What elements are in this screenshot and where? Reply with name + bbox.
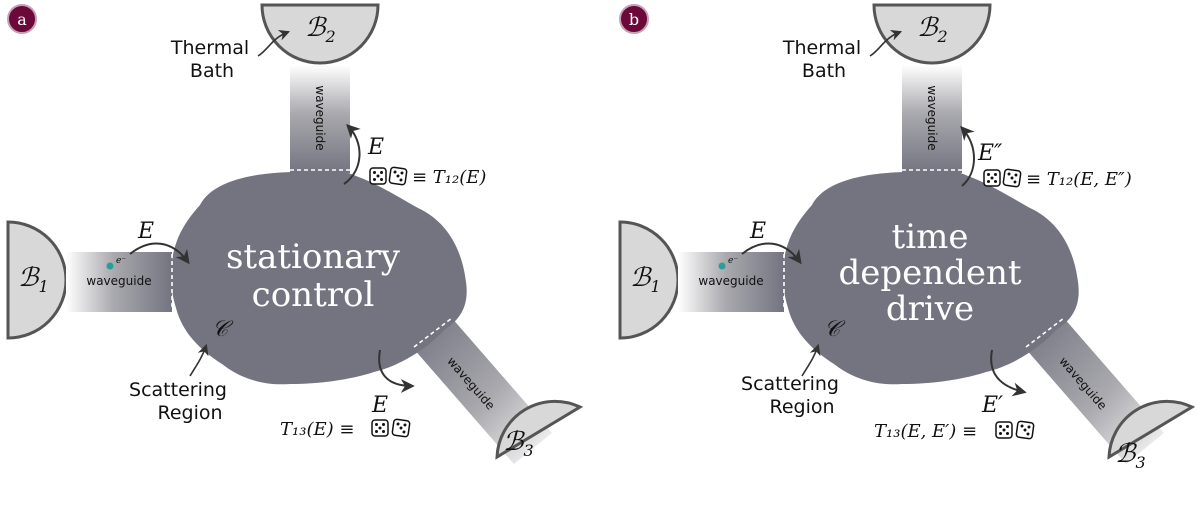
svg-text:ℬ3: ℬ3 bbox=[1115, 439, 1146, 472]
panel-b-energy-in: E bbox=[749, 219, 766, 244]
panel-a-energy-right: E bbox=[371, 393, 388, 418]
panel-a-thermal-label-1: Thermal bbox=[170, 37, 249, 59]
panel-b-eq-top: ≡ T₁₂(E, E″) bbox=[1026, 169, 1132, 190]
panel-b-center-line-3: drive bbox=[886, 289, 974, 329]
panel-a-badge bbox=[7, 4, 37, 34]
panel-a-center-line-1: stationary bbox=[226, 237, 401, 277]
svg-text:ℬ1: ℬ1 bbox=[630, 263, 661, 296]
panel-b-electron bbox=[718, 262, 726, 270]
svg-text:ℬ3: ℬ3 bbox=[503, 427, 534, 460]
panel-b-energy-right: E′ bbox=[981, 393, 1003, 418]
panel-a-bath-3-label: ℬ3 bbox=[503, 427, 534, 460]
panel-b-die-top-1 bbox=[983, 169, 1001, 187]
panel-a-scatter-label-1: Scattering bbox=[129, 379, 227, 401]
svg-text:ℬ2: ℬ2 bbox=[305, 13, 336, 46]
panel-a-center-line-2: control bbox=[252, 275, 375, 315]
panel-a-badge-label: a bbox=[17, 10, 27, 29]
panel-b-scatter-label-1: Scattering bbox=[741, 373, 839, 395]
panel-a-geometry bbox=[6, 3, 582, 466]
panel-a-die-right-1 bbox=[371, 419, 389, 437]
svg-text:ℬ1: ℬ1 bbox=[18, 263, 49, 296]
panel-a-in-arrow bbox=[129, 242, 190, 265]
panel-a-eq-top: ≡ T₁₂(E) bbox=[412, 167, 486, 188]
panel-a-electron-label: e⁻ bbox=[116, 256, 126, 266]
panel-a-right-arrow bbox=[378, 349, 415, 393]
panel-a-scatter-arrow bbox=[189, 343, 209, 377]
panel-a-top-arrow bbox=[343, 124, 361, 185]
panel-b-top-arrow bbox=[960, 125, 975, 187]
panel-a-waveguide-left-label: waveguide bbox=[86, 274, 151, 288]
panel-a-energy-top: E bbox=[367, 135, 384, 160]
svg-text:ℬ2: ℬ2 bbox=[917, 13, 948, 46]
panel-b-bath-1-label: ℬ1 bbox=[630, 263, 661, 296]
panel-b-die-right-1 bbox=[995, 421, 1013, 439]
panel-a: a ℬ1 ℬ2 ℬ3 Thermal Bath waveguide wavegu… bbox=[6, 3, 582, 466]
panel-a-energy-in: E bbox=[137, 219, 154, 244]
panel-b-right-arrow bbox=[990, 349, 1027, 397]
panel-b-center-line-1: time bbox=[892, 217, 969, 257]
panel-b-bath-2-label: ℬ2 bbox=[917, 13, 948, 46]
panel-a-die-top-1 bbox=[369, 167, 387, 185]
panel-a-thermal-arrow bbox=[257, 29, 291, 57]
panel-b-in-arrow bbox=[741, 242, 802, 265]
panel-a-scatter-label-2: Region bbox=[157, 402, 222, 424]
panel-b-waveguide-top-label: waveguide bbox=[925, 85, 939, 150]
panel-b-thermal-label-2: Bath bbox=[802, 60, 846, 82]
panel-b-energy-top: E″ bbox=[977, 141, 1003, 166]
panel-a-thermal-label-2: Bath bbox=[190, 60, 234, 82]
panel-a-die-right-2 bbox=[391, 418, 411, 438]
panel-a-bath-1-label: ℬ1 bbox=[18, 263, 49, 296]
panel-b-thermal-arrow bbox=[869, 29, 903, 57]
panel-a-die-top-2 bbox=[388, 166, 408, 186]
panel-b-scatter-arrow bbox=[801, 343, 821, 377]
panel-a-eq-right: T₁₃(E) ≡ bbox=[280, 419, 354, 440]
panel-b-die-right-2 bbox=[1015, 420, 1035, 440]
panel-b-bath-3-label: ℬ3 bbox=[1115, 439, 1146, 472]
panel-b-badge bbox=[619, 4, 649, 34]
panel-a-electron bbox=[106, 262, 114, 270]
panel-b-center-line-2: dependent bbox=[838, 253, 1021, 293]
panel-b-electron-label: e⁻ bbox=[728, 256, 738, 266]
panel-b-eq-right: T₁₃(E, E′) ≡ bbox=[874, 421, 977, 442]
panel-a-bath-2-label: ℬ2 bbox=[305, 13, 336, 46]
panel-b-scatter-label-2: Region bbox=[769, 396, 834, 418]
panel-a-waveguide-top-label: waveguide bbox=[313, 85, 327, 150]
panel-b-badge-label: b bbox=[629, 10, 639, 29]
panel-b-thermal-label-1: Thermal bbox=[782, 37, 861, 59]
panel-b: b ℬ1 ℬ2 ℬ3 Thermal Bath waveguide wavegu… bbox=[618, 3, 1194, 472]
panel-b-waveguide-left-label: waveguide bbox=[698, 274, 763, 288]
panel-b-die-top-2 bbox=[1002, 168, 1022, 188]
